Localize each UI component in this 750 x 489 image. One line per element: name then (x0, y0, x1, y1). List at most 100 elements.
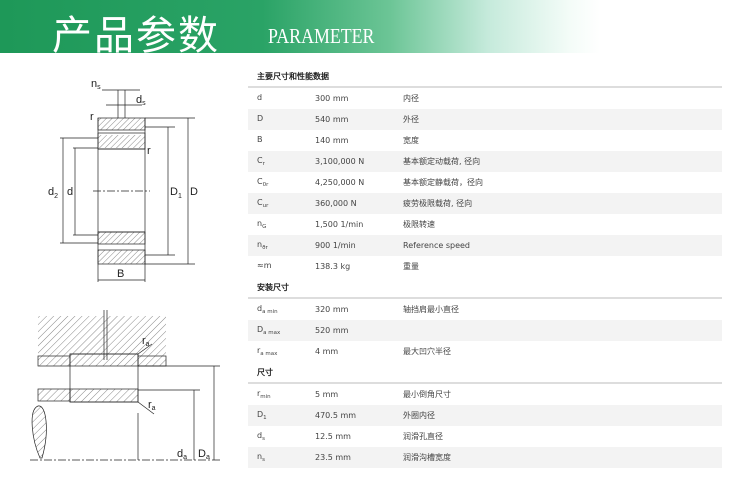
param-symbol: Cur (248, 198, 315, 209)
symbol-subscript: r (262, 161, 265, 167)
param-value: 138.3 kg (315, 262, 351, 271)
label-ra: ra (142, 335, 150, 348)
symbol-text: D (257, 410, 264, 419)
section-title: 主要尺寸和性能数据 (248, 66, 722, 88)
label-r: r (147, 145, 151, 157)
symbol-text: n (257, 240, 263, 249)
mounting-diagram: ra ra da Da (30, 310, 220, 461)
param-value: 900 1/min (315, 241, 356, 250)
table-row: Da max 520 mm (248, 320, 722, 341)
param-value: 3,100,000 N (315, 157, 365, 166)
param-symbol: D (248, 114, 315, 125)
param-value: 1,500 1/min (315, 220, 364, 229)
table-row: ds 12.5 mm 润滑孔直径 (248, 426, 722, 447)
symbol-text: d (257, 431, 263, 440)
symbol-text: D (257, 325, 264, 334)
symbol-text: d (257, 93, 263, 102)
symbol-subscript: G (262, 224, 267, 230)
param-description: 外圈内径 (403, 411, 435, 420)
param-value: 320 mm (315, 305, 349, 314)
param-symbol: nϑr (248, 240, 315, 251)
param-description: 润滑沟槽宽度 (403, 453, 451, 462)
label-d2: d2 (48, 186, 58, 200)
symbol-text: D (257, 114, 264, 123)
header-banner: 产品参数 PARAMETER (0, 0, 750, 59)
param-symbol: da min (248, 304, 315, 315)
table-row: ≈m 138.3 kg 重量 (248, 256, 722, 277)
symbol-subscript: ur (262, 203, 269, 209)
symbol-subscript: a max (263, 330, 281, 336)
param-value: 12.5 mm (315, 432, 351, 441)
param-value: 360,000 N (315, 199, 357, 208)
label-D1: D1 (170, 186, 182, 200)
param-symbol: B (248, 135, 315, 146)
param-value: 23.5 mm (315, 453, 351, 462)
param-symbol: C0r (248, 177, 315, 188)
label-d: d (67, 186, 73, 198)
symbol-text: ≈m (257, 261, 272, 270)
param-description: 润滑孔直径 (403, 432, 443, 441)
label-D: D (190, 186, 198, 198)
param-value: 140 mm (315, 136, 349, 145)
symbol-subscript: 0r (262, 182, 269, 188)
param-symbol: nG (248, 219, 315, 230)
param-symbol: ra max (248, 346, 315, 357)
label-da: da (177, 448, 187, 461)
param-symbol: Cr (248, 156, 315, 167)
symbol-text: C (257, 156, 263, 165)
symbol-text: B (257, 135, 263, 144)
table-row: B 140 mm 宽度 (248, 130, 722, 151)
param-symbol: rmin (248, 389, 315, 400)
symbol-subscript: s (262, 436, 265, 442)
param-description: 基本额定静载荷，径向 (403, 178, 483, 187)
symbol-subscript: 1 (263, 415, 267, 421)
param-value: 520 mm (315, 326, 349, 335)
label-ns: ns (91, 78, 101, 91)
symbol-text: d (257, 304, 263, 313)
label-ra: ra (148, 399, 156, 412)
param-description: 内径 (403, 94, 419, 103)
param-description: 疲劳极限载荷, 径向 (403, 199, 473, 208)
symbol-subscript: min (260, 394, 271, 400)
symbol-subscript: s (262, 457, 265, 463)
param-description: 重量 (403, 262, 419, 271)
param-value: 4,250,000 N (315, 178, 365, 187)
param-description: 轴挡肩最小直径 (403, 305, 459, 314)
param-value: 4 mm (315, 347, 339, 356)
label-ds: ds (136, 94, 146, 107)
param-symbol: D1 (248, 410, 315, 421)
param-symbol: ≈m (248, 261, 315, 272)
symbol-text: C (257, 198, 263, 207)
symbol-text: r (257, 389, 261, 398)
param-value: 470.5 mm (315, 411, 357, 420)
param-description: 极限转速 (403, 220, 435, 229)
param-description: 外径 (403, 115, 419, 124)
param-description: 最小倒角尺寸 (403, 390, 451, 399)
table-row: d 300 mm 内径 (248, 88, 722, 109)
label-Da: Da (198, 448, 210, 461)
symbol-subscript: ϑr (262, 245, 268, 251)
page-title: 产品参数 (52, 13, 220, 59)
label-B: B (117, 268, 124, 280)
section-title: 安装尺寸 (248, 277, 722, 299)
symbol-text: r (257, 346, 261, 355)
param-value: 5 mm (315, 390, 339, 399)
param-description: 宽度 (403, 136, 419, 145)
param-value: 300 mm (315, 94, 349, 103)
label-r: r (90, 111, 94, 123)
param-description: 基本额定动载荷, 径向 (403, 157, 481, 166)
param-description: Reference speed (403, 241, 470, 250)
symbol-subscript: a min (262, 309, 278, 315)
page-subtitle: PARAMETER (268, 24, 375, 48)
